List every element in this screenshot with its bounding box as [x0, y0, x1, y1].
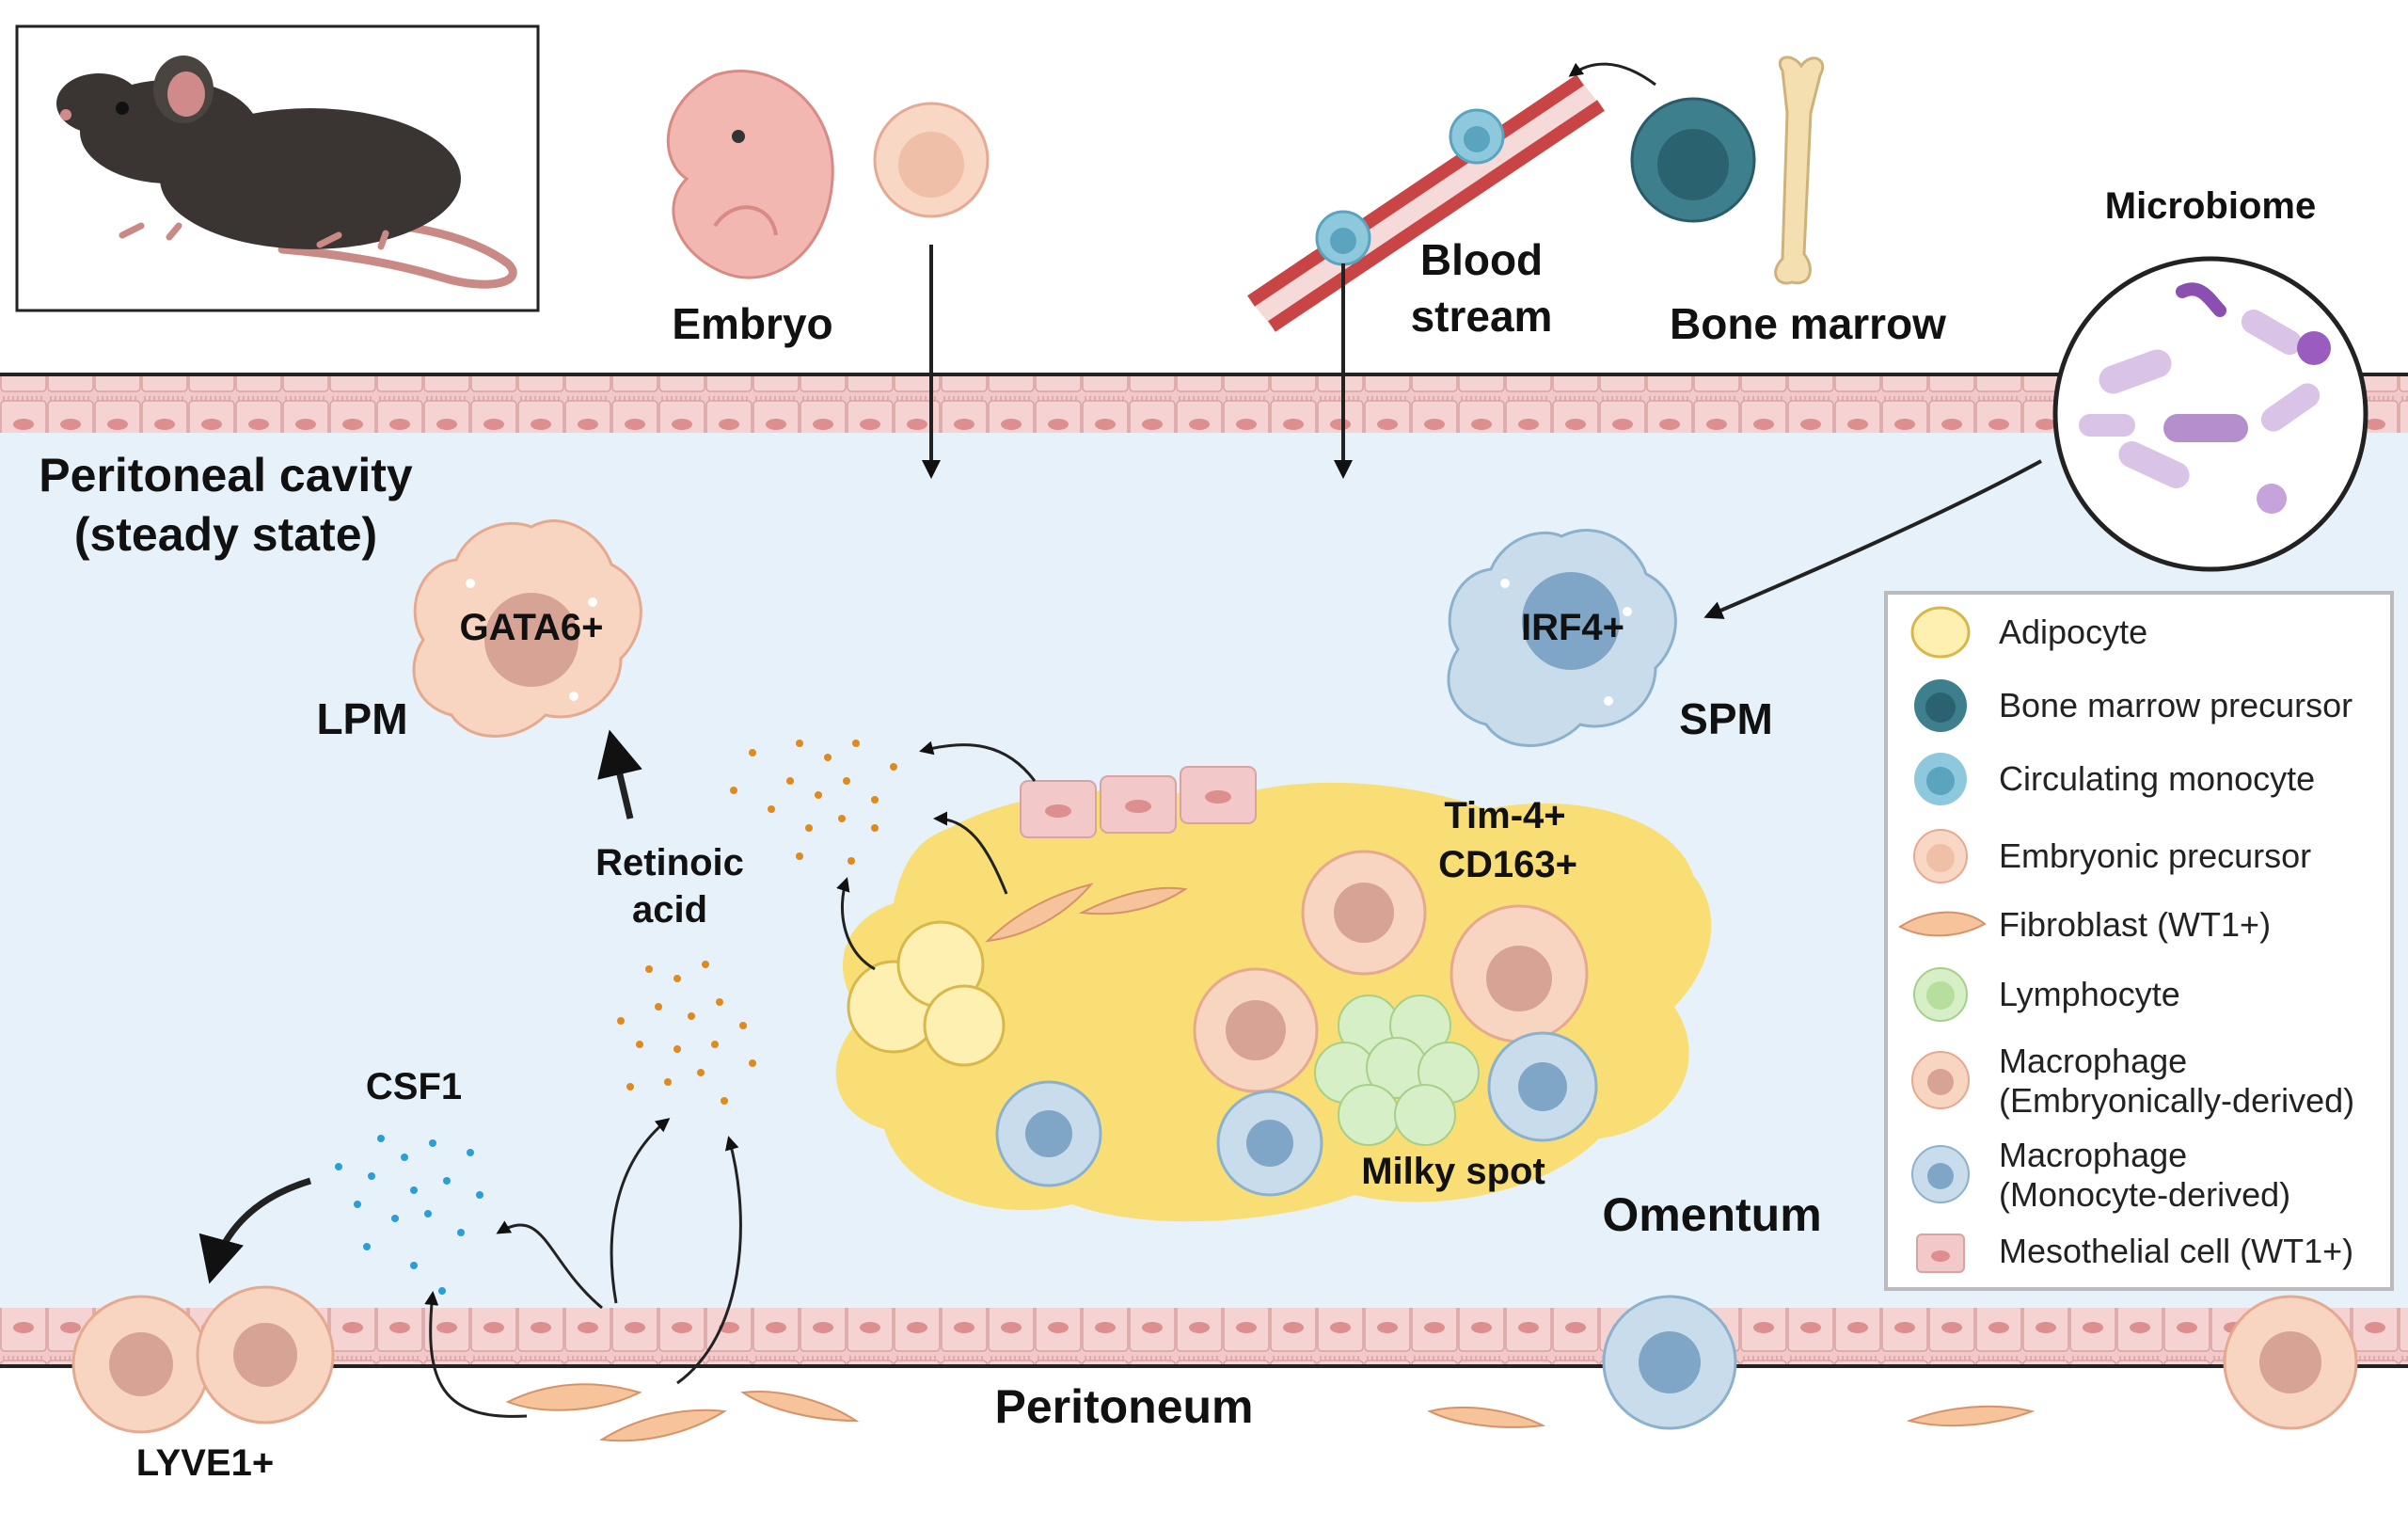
omentum-fibroblasts: [985, 883, 1188, 943]
monocyte-macrophage-icon: [1911, 1145, 1970, 1203]
legend-circulating-monocyte-label: Circulating monocyte: [1999, 759, 2315, 798]
bone-marrow-label: Bone marrow: [1670, 299, 1946, 348]
lpm-macrophage: [412, 519, 642, 738]
bottom-mesothelium: [0, 1308, 2408, 1368]
adipocyte-icon: [1910, 606, 1971, 659]
lpm-label: LPM: [316, 694, 407, 743]
irf4-label: IRF4+: [1521, 607, 1624, 648]
blood-vessel: [1247, 74, 1605, 332]
legend-adipocyte-label: Adipocyte: [1999, 613, 2147, 651]
legend-embryonic-precursor-label: Embryonic precursor: [1999, 836, 2311, 875]
bone-to-blood-arrow: [1568, 62, 1656, 87]
legend-bone-marrow-precursor-label: Bone marrow precursor: [1999, 686, 2353, 724]
fibroblast-to-ra-lower-arrow-2: [676, 1136, 742, 1385]
csf1-label: CSF1: [366, 1066, 462, 1107]
retinoic-to-lpm-arrow: [597, 729, 642, 820]
milky-spot-label: Milky spot: [1361, 1151, 1545, 1192]
legend-embryonic-macrophage-label-line2: (Embryonically-derived): [1999, 1081, 2354, 1120]
bone-marrow-precursor-icon: [1914, 679, 1967, 732]
legend-lymphocyte-label: Lymphocyte: [1999, 975, 2180, 1013]
meso-to-ra-arrow: [919, 740, 1037, 782]
fibroblast-to-ra-arrow: [933, 811, 1008, 895]
legend-fibroblast-label: Fibroblast (WT1+): [1999, 905, 2271, 944]
mesothelial-cell-icon: [1916, 1234, 1965, 1273]
fibroblast-to-ra-lower-arrow-1: [610, 1118, 671, 1304]
gata6-label: GATA6+: [460, 607, 604, 648]
legend: Adipocyte Bone marrow precursor Circulat…: [1884, 591, 2394, 1291]
blood-stream-label-line2: stream: [1411, 292, 1553, 341]
embryo-illustration: [666, 70, 834, 279]
adipocyte-to-ra-arrow: [836, 877, 876, 971]
top-mesothelium: [0, 373, 2408, 433]
cavity-title-line2: (steady state): [74, 508, 377, 561]
legend-mesothelial-cell-label: Mesothelial cell (WT1+): [1999, 1232, 2353, 1270]
tim4-label: Tim-4+: [1444, 795, 1565, 836]
embryonic-macrophage-icon: [1911, 1051, 1970, 1109]
lymphocyte-icon: [1913, 967, 1968, 1022]
omentum-mesothelial-cells: [1020, 766, 1257, 838]
embryonic-precursor-cell: [873, 102, 990, 218]
csf1-dots: [335, 1135, 483, 1295]
legend-embryonic-macrophage-label-line1: Macrophage: [1999, 1042, 2187, 1080]
cd163-label: CD163+: [1438, 844, 1577, 885]
legend-monocyte-macrophage-label-line2: (Monocyte-derived): [1999, 1175, 2290, 1214]
omentum-embryonic-macrophages: [1193, 850, 1589, 1093]
mouse-illustration: [15, 24, 540, 312]
spm-label: SPM: [1679, 694, 1773, 743]
milky-spot-lymphocytes: [1314, 995, 1480, 1146]
cavity-title-line1: Peritoneal cavity: [39, 449, 413, 501]
bone-marrow-precursor-cell: [1630, 97, 1756, 223]
omentum-label: Omentum: [1602, 1188, 1821, 1241]
lyve1-macrophages: [71, 1285, 335, 1434]
retinoic-acid-dots-lower: [617, 961, 756, 1105]
microbiome-label: Microbiome: [2105, 185, 2316, 227]
csf1-to-lyve1-arrow: [198, 1177, 312, 1284]
legend-monocyte-macrophage-label-line1: Macrophage: [1999, 1136, 2187, 1174]
peritoneum-fibroblasts: [505, 1383, 2036, 1442]
fibroblast-to-csf1-arrow: [496, 1220, 603, 1310]
retinoic-acid-label-line2: acid: [632, 889, 707, 931]
peritoneum-macrophages: [1602, 1295, 2358, 1430]
adipocytes: [847, 920, 1006, 1067]
embryonic-precursor-icon: [1913, 829, 1968, 883]
circulating-monocyte-icon: [1914, 753, 1967, 805]
bone-illustration: [1774, 56, 1824, 285]
spm-macrophage: [1447, 529, 1677, 747]
fibroblast-icon: [1898, 911, 1987, 937]
microbiome-illustration: [2052, 256, 2368, 572]
omentum-monocyte-macrophages: [995, 1031, 1598, 1197]
lyve1-label: LYVE1+: [136, 1442, 274, 1484]
fibroblast-to-csf1-arrow-2: [424, 1291, 528, 1418]
blood-stream-label-line1: Blood: [1420, 235, 1543, 284]
peritoneum-label: Peritoneum: [994, 1380, 1253, 1433]
retinoic-acid-dots-upper: [730, 740, 897, 865]
embryo-label: Embryo: [672, 299, 832, 348]
retinoic-acid-label-line1: Retinoic: [595, 842, 744, 883]
microbiome-arrow: [1703, 459, 2042, 619]
